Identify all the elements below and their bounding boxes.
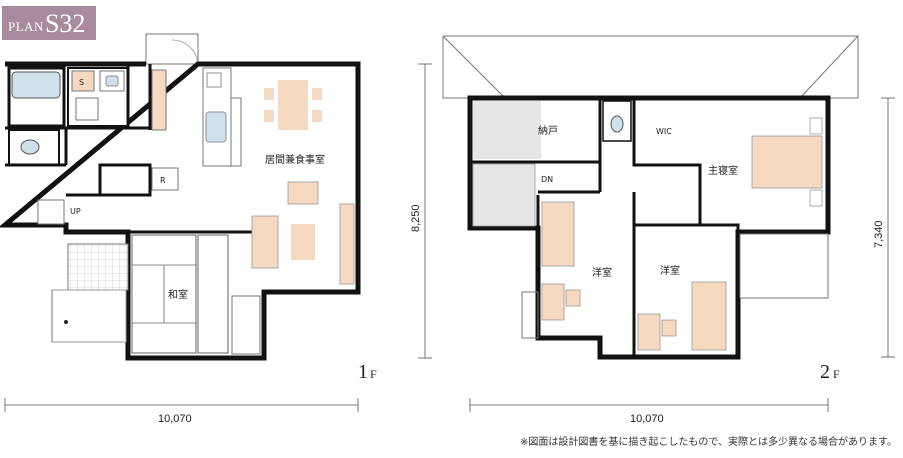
hall-closet bbox=[151, 69, 167, 131]
floor-2-depth-dim: 7,340 bbox=[873, 220, 885, 248]
floor-2-width-dim: 10,070 bbox=[630, 413, 664, 425]
refrigerator-label: R bbox=[160, 176, 166, 185]
washitsu-closet bbox=[197, 234, 229, 354]
master-bedroom-label: 主寝室 bbox=[708, 164, 738, 177]
entry-door-swing bbox=[171, 39, 199, 65]
master-bed bbox=[751, 135, 823, 189]
western-room-1-label: 洋室 bbox=[592, 266, 612, 279]
washing-machine bbox=[75, 97, 99, 121]
western-room-2-label: 洋室 bbox=[660, 264, 680, 277]
stairs-2f bbox=[472, 163, 536, 227]
side-table bbox=[809, 189, 823, 207]
washitsu-label: 和室 bbox=[168, 288, 188, 301]
toilet-bowl bbox=[20, 139, 40, 155]
stairs-up-label: UP bbox=[70, 207, 81, 216]
living-dining-label: 居間兼食事室 bbox=[265, 153, 325, 166]
storage-s bbox=[71, 70, 95, 92]
wic-label: WIC bbox=[656, 127, 672, 136]
tv-board bbox=[339, 203, 355, 285]
stairs-down-label: DN bbox=[541, 175, 553, 184]
bathtub bbox=[11, 71, 61, 99]
floor-2-suffix: F bbox=[833, 367, 840, 381]
floor-1-outer-wall bbox=[0, 61, 361, 361]
kitchen-island bbox=[230, 97, 242, 167]
storage-room bbox=[473, 101, 541, 159]
floor-1-depth-dim: 8,250 bbox=[410, 204, 422, 232]
western-room-2-desk bbox=[637, 313, 661, 351]
dining-chair bbox=[312, 88, 322, 100]
balcony-west bbox=[521, 291, 539, 339]
storage-room-label: 納戸 bbox=[538, 124, 558, 137]
toilet-2f bbox=[602, 100, 632, 142]
refrigerator bbox=[151, 167, 179, 191]
side-storage bbox=[231, 295, 261, 355]
porch-light bbox=[64, 320, 68, 324]
toilet-2f-bowl bbox=[610, 115, 624, 133]
floor-1-plan: S R 居間兼食事室 UP bbox=[0, 33, 432, 425]
dining-table bbox=[278, 80, 308, 130]
floor-2-number: 2 bbox=[820, 361, 830, 383]
floor-1-interior-walls bbox=[5, 64, 264, 234]
floor-2-outer-wall bbox=[467, 95, 831, 360]
kitchen-sink bbox=[205, 111, 227, 143]
floor-1-suffix: F bbox=[370, 367, 377, 381]
western-room-2-bed bbox=[691, 281, 727, 351]
plan-code: S32 bbox=[44, 9, 86, 38]
plan-prefix: PLAN bbox=[8, 19, 44, 34]
western-room-1-chair bbox=[565, 289, 581, 307]
sofa bbox=[251, 215, 279, 269]
entry-porch bbox=[145, 33, 199, 65]
stove bbox=[206, 72, 222, 88]
entrance-tile bbox=[67, 243, 129, 291]
floor-1-number: 1 bbox=[358, 361, 368, 383]
coffee-table bbox=[291, 224, 315, 260]
stairs-1f bbox=[37, 199, 65, 225]
dining-chair bbox=[264, 110, 274, 122]
western-room-1-bed bbox=[541, 201, 575, 267]
floor-2-interior-walls bbox=[470, 98, 740, 357]
western-room-1-desk bbox=[541, 283, 565, 321]
dining-chair bbox=[312, 110, 322, 122]
entrance-porch bbox=[51, 289, 127, 343]
sink-bowl bbox=[105, 75, 119, 87]
balcony-east bbox=[739, 233, 829, 299]
storage-s-label: S bbox=[79, 78, 84, 87]
western-room-2-chair bbox=[661, 319, 677, 337]
armchair bbox=[287, 181, 319, 205]
floor-2-plan: 納戸 WIC 主寝室 DN 洋室 洋室 2 F bbox=[442, 35, 895, 425]
side-table bbox=[809, 117, 823, 135]
floor-1-width-dim: 10,070 bbox=[158, 413, 192, 425]
dining-chair bbox=[264, 88, 274, 100]
footnote: ※図面は設計図書を基に描き起こしたもので、実際とは多少異なる場合があります。 bbox=[520, 437, 897, 448]
roof-outline bbox=[442, 35, 859, 99]
plan-badge: PLAN S32 bbox=[2, 6, 96, 40]
